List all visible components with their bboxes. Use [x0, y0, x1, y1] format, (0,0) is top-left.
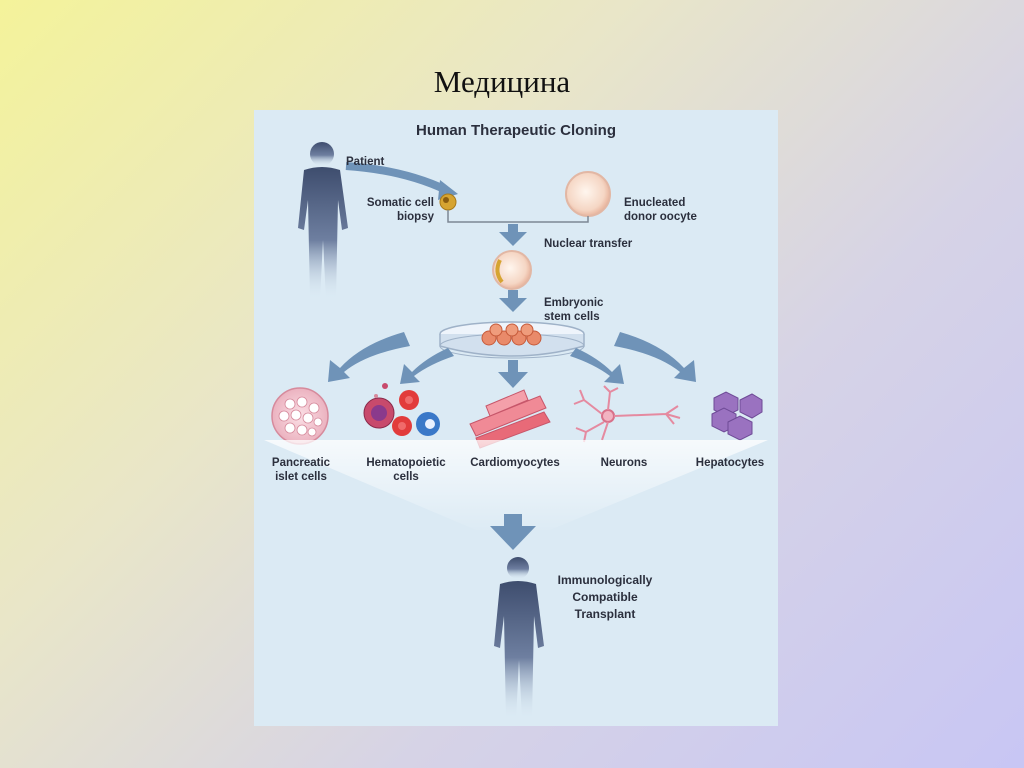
- patient-silhouette: [298, 142, 348, 300]
- diagram-title: Human Therapeutic Cloning: [415, 122, 616, 139]
- cell-type-line1: Cardiomyocytes: [470, 457, 560, 469]
- cardiomyocytes-icon: [469, 389, 551, 449]
- nuclear-transfer-label: Nuclear transfer: [544, 238, 633, 250]
- diagram-graphics: [264, 142, 768, 720]
- dish-arrow-shaft: [508, 290, 518, 300]
- enucleated-label-line1: Enucleated: [624, 197, 686, 209]
- transplant-label-line1: Immunologically: [557, 573, 653, 587]
- somatic-label-line2: biopsy: [396, 211, 434, 223]
- cell-type-label-pancreatic: Pancreatic islet cells: [258, 456, 344, 484]
- slide-title: Медицина: [433, 64, 571, 99]
- cell-type-line2: cells: [393, 471, 419, 483]
- cell-type-line1: Neurons: [600, 457, 648, 469]
- cloning-diagram: Human Therapeutic Cloning Patient Somati…: [254, 110, 778, 726]
- patient-arrow-head: [438, 180, 458, 200]
- embryonic-label-line1: Embryonic: [544, 297, 604, 309]
- somatic-label-line1: Somatic cell: [366, 197, 434, 209]
- donor-oocyte: [565, 171, 611, 217]
- dish-arrow-head: [499, 298, 527, 312]
- transplant-label-line2: Compatible: [572, 590, 638, 604]
- convergence-funnel: [264, 440, 768, 530]
- cell-type-label-neurons: Neurons: [584, 456, 664, 470]
- somatic-biopsy-label: Somatic cell biopsy: [354, 196, 434, 224]
- embryonic-label-line2: stem cells: [544, 311, 600, 323]
- transplant-label: Immunologically Compatible Transplant: [540, 572, 670, 623]
- patient-label: Patient: [346, 156, 385, 168]
- patient-arrow: [345, 162, 448, 194]
- transfer-bracket: [447, 210, 589, 223]
- differentiation-arrows: [328, 332, 696, 388]
- enucleated-label-line2: donor oocyte: [624, 211, 697, 223]
- transfer-arrow-shaft: [508, 224, 518, 234]
- hematopoietic-cells-icon: [363, 383, 440, 436]
- cell-type-label-hepatocytes: Hepatocytes: [682, 456, 778, 470]
- stem-cell-cluster: [481, 323, 542, 346]
- fused-nucleus: [495, 259, 504, 284]
- transfer-arrow-head: [499, 232, 527, 246]
- somatic-nucleus: [443, 197, 449, 203]
- cell-type-label-hematopoietic: Hematopoietic cells: [352, 456, 460, 484]
- transplant-arrow-shaft: [504, 514, 522, 528]
- embryonic-stem-cells-label: Embryonic stem cells: [544, 296, 603, 324]
- cell-type-line1: Hematopoietic: [366, 457, 446, 469]
- cell-type-line2: islet cells: [275, 471, 327, 483]
- hepatocytes-icon: [711, 391, 763, 441]
- transplant-arrow-head: [490, 526, 536, 550]
- cell-type-label-cardiomyocytes: Cardiomyocytes: [460, 456, 570, 470]
- islet-cells-icon: [271, 387, 329, 445]
- cell-type-line1: Hepatocytes: [695, 457, 765, 469]
- recipient-silhouette: [494, 557, 544, 720]
- neuron-icon: [573, 385, 681, 443]
- enucleated-oocyte-label: Enucleated donor oocyte: [624, 196, 697, 224]
- transplant-label-line3: Transplant: [574, 607, 636, 621]
- petri-dish: [439, 321, 585, 359]
- cell-type-line1: Pancreatic: [271, 457, 331, 469]
